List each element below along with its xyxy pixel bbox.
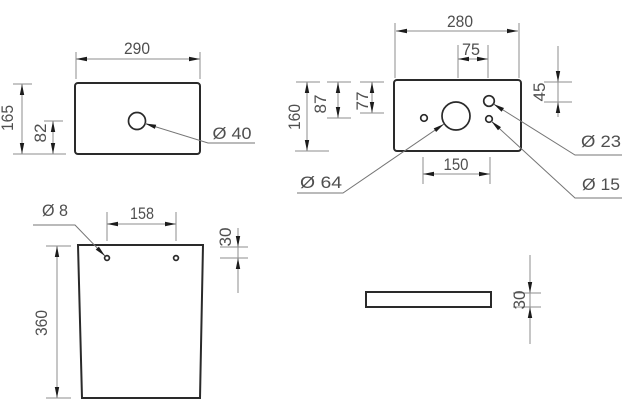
dimension-label-top-spacing: 75 xyxy=(462,40,480,59)
arrowhead xyxy=(479,171,490,177)
arrowhead xyxy=(235,258,241,269)
hole-circle-64 xyxy=(441,101,471,131)
dimension-label-offset-b: 77 xyxy=(353,92,372,111)
hole-circle-8-left xyxy=(103,254,111,262)
view-tank-face: 280 75 160 87 77 45 xyxy=(285,12,622,199)
arrowhead xyxy=(433,124,444,132)
dimension-label-width: 290 xyxy=(124,39,150,58)
arrowhead xyxy=(396,28,407,34)
arrowhead xyxy=(235,236,241,247)
hole-circle-15 xyxy=(484,114,494,124)
view-lid-top: 290 165 82 Ø 40 xyxy=(0,39,255,155)
arrowhead xyxy=(477,56,488,62)
arrowhead xyxy=(335,107,341,118)
arrowhead xyxy=(145,123,157,129)
arrowhead xyxy=(369,102,375,113)
dimension-label-offset-a: 87 xyxy=(311,95,330,114)
hole-circle-8-right xyxy=(172,254,180,262)
leader-line xyxy=(33,224,106,257)
arrowhead xyxy=(335,82,341,93)
arrowhead xyxy=(76,56,87,62)
arrowhead xyxy=(369,82,375,93)
arrowhead xyxy=(304,82,310,93)
leader-line xyxy=(491,120,622,199)
arrowhead xyxy=(527,307,533,318)
hole-circle-left xyxy=(419,113,429,123)
arrowhead xyxy=(423,171,434,177)
arrowhead xyxy=(458,56,469,62)
hole-diameter-label-23: Ø 23 xyxy=(581,132,621,151)
view-lid-edge: 30 xyxy=(365,255,541,344)
hole-circle-23 xyxy=(482,94,496,108)
arrowhead xyxy=(304,140,310,151)
dimension-label-hole-offset: 82 xyxy=(31,124,50,143)
arrowhead xyxy=(54,246,60,257)
arrowhead xyxy=(95,246,105,256)
dimension-label-bottom-spacing: 150 xyxy=(444,155,469,174)
arrowhead xyxy=(50,143,56,154)
arrowhead xyxy=(165,221,176,227)
dimension-label-height: 165 xyxy=(0,105,17,131)
arrowhead xyxy=(50,121,56,132)
arrowhead xyxy=(493,104,504,112)
dimension-label-thickness: 30 xyxy=(510,291,529,310)
arrowhead xyxy=(555,71,561,82)
view-tank-side: 158 360 30 Ø 8 xyxy=(32,201,248,399)
hole-diameter-label-15: Ø 15 xyxy=(582,175,620,194)
arrowhead xyxy=(54,387,60,398)
arrowhead xyxy=(19,143,25,154)
part-outline xyxy=(365,291,492,308)
part-outline xyxy=(76,244,205,399)
arrowhead xyxy=(555,102,561,113)
hole-diameter-label-40: Ø 40 xyxy=(213,124,252,143)
dimension-label-height: 160 xyxy=(285,104,304,130)
arrowhead xyxy=(189,56,200,62)
dimension-label-height: 360 xyxy=(32,310,51,336)
arrowhead xyxy=(527,282,533,293)
leader-line xyxy=(297,123,445,194)
dimension-label-top-offset: 30 xyxy=(216,228,235,247)
arrowhead xyxy=(107,221,118,227)
arrowhead xyxy=(19,84,25,95)
arrowhead xyxy=(491,121,501,131)
dimension-label-width: 280 xyxy=(447,12,473,31)
dimension-label-right-offset: 45 xyxy=(530,83,549,102)
leader-line xyxy=(493,103,622,156)
dimension-label-hole-spacing: 158 xyxy=(130,204,154,223)
hole-diameter-label-8: Ø 8 xyxy=(42,201,68,220)
hole-diameter-label-64: Ø 64 xyxy=(300,173,342,192)
hole-circle-40 xyxy=(127,111,147,131)
arrowhead xyxy=(507,28,518,34)
leader-line xyxy=(144,123,255,144)
